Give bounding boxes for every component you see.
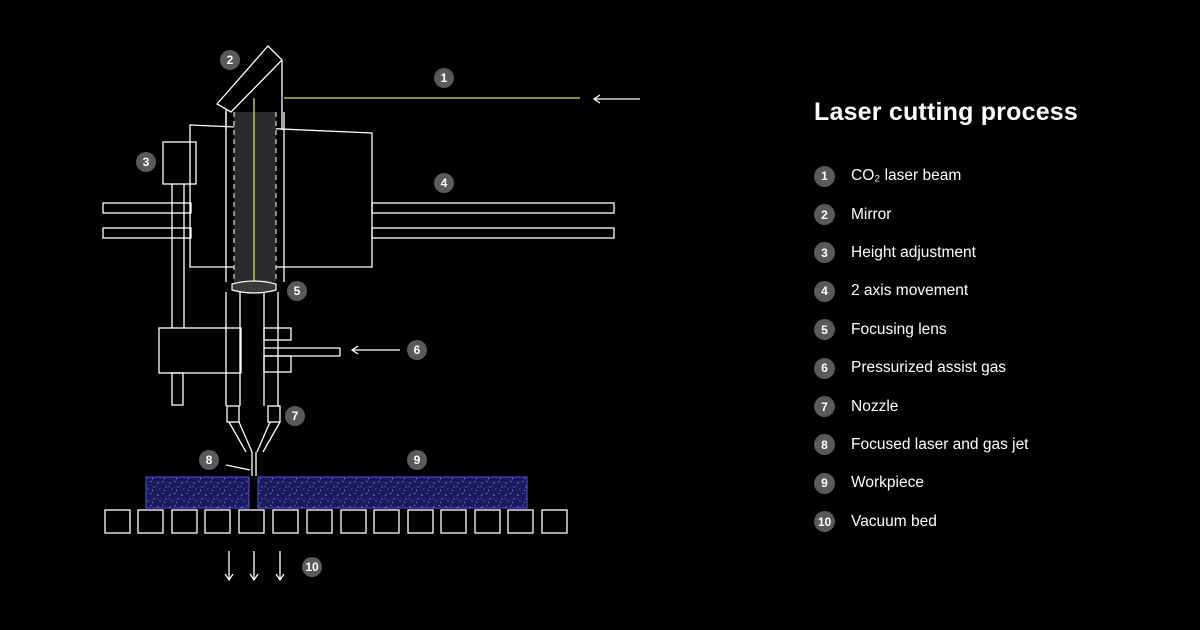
vacuum-arrows	[224, 551, 285, 582]
legend-item: 4 2 axis movement	[814, 272, 1194, 310]
diagram-badge-3: 3	[136, 152, 156, 172]
legend-item: 1 CO₂ laser beam	[814, 157, 1194, 195]
legend-item: 8 Focused laser and gas jet	[814, 426, 1194, 464]
legend-number: 9	[814, 472, 835, 494]
legend-label: Nozzle	[851, 397, 899, 415]
beam-tube	[225, 98, 285, 282]
svg-text:7: 7	[292, 409, 299, 423]
axis-rails	[102, 202, 615, 239]
svg-text:3: 3	[143, 155, 150, 169]
svg-text:1: 1	[441, 71, 448, 85]
legend-label: Height adjustment	[851, 243, 976, 261]
svg-text:2: 2	[227, 53, 234, 67]
workpiece	[145, 476, 528, 509]
diagram-badge-4: 4	[434, 173, 454, 193]
legend-number: 2	[814, 204, 835, 226]
legend-label: Vacuum bed	[851, 512, 937, 530]
legend-number: 5	[814, 319, 835, 341]
diagram-badge-9: 9	[407, 450, 427, 470]
page-title: Laser cutting process	[814, 98, 1079, 126]
svg-text:4: 4	[441, 176, 448, 190]
legend-number: 4	[814, 280, 835, 302]
legend-item: 7 Nozzle	[814, 387, 1194, 425]
legend-item: 6 Pressurized assist gas	[814, 349, 1194, 387]
legend-number: 10	[814, 511, 835, 533]
svg-text:9: 9	[414, 453, 421, 467]
legend-item: 2 Mirror	[814, 195, 1194, 233]
legend-number: 7	[814, 396, 835, 418]
svg-text:8: 8	[206, 453, 213, 467]
legend-number: 3	[814, 242, 835, 264]
jet-pointer	[225, 464, 251, 471]
legend-item: 5 Focusing lens	[814, 311, 1194, 349]
legend-number: 1	[814, 165, 835, 187]
svg-text:6: 6	[414, 343, 421, 357]
legend-label: Focused laser and gas jet	[851, 435, 1029, 453]
diagram-badge-1: 1	[434, 68, 454, 88]
legend-label: Workpiece	[851, 474, 924, 492]
legend-number: 8	[814, 434, 835, 456]
legend-label: Pressurized assist gas	[851, 359, 1007, 377]
legend-label: Focusing lens	[851, 320, 947, 338]
legend-label: Mirror	[851, 205, 892, 223]
assist-gas-arrow	[350, 345, 400, 355]
legend-list: 1 CO₂ laser beam 2 Mirror 3 Height adjustme…	[814, 157, 1194, 541]
focusing-lens	[231, 280, 277, 294]
diagram-badge-5: 5	[287, 281, 307, 301]
legend-number: 6	[814, 357, 835, 379]
diagram-badge-8: 8	[199, 450, 219, 470]
svg-text:5: 5	[294, 284, 301, 298]
legend-item: 3 Height adjustment	[814, 234, 1194, 272]
vacuum-bed	[104, 509, 568, 534]
legend-item: 9 Workpiece	[814, 464, 1194, 502]
diagram-badge-10: 10	[302, 557, 322, 577]
height-adjustment	[158, 141, 242, 406]
diagram-badge-7: 7	[285, 406, 305, 426]
legend-item: 10 Vacuum bed	[814, 503, 1194, 541]
laser-beam-input	[284, 94, 640, 104]
diagram-badge-2: 2	[220, 50, 240, 70]
diagram-badge-6: 6	[407, 340, 427, 360]
legend-label: 2 axis movement	[851, 282, 969, 300]
carriage-body	[189, 124, 373, 268]
legend-label: CO₂ laser beam	[851, 167, 962, 185]
nozzle-assembly	[225, 292, 341, 476]
svg-text:10: 10	[305, 560, 319, 574]
